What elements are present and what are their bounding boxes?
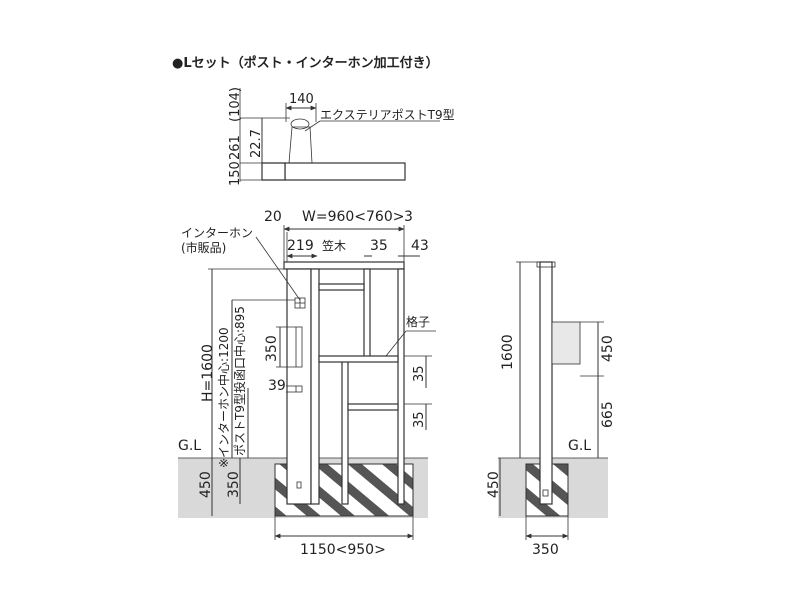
dim-22-7: 22.7: [249, 129, 264, 158]
label-intercom-center: ※インターホン中心:1200: [216, 327, 231, 468]
dim-3: 3: [404, 209, 413, 225]
label-intercom: インターホン: [181, 226, 253, 240]
side-dim-depth-450: 450: [486, 471, 502, 498]
side-cap: [536, 261, 556, 268]
right-post: [397, 268, 405, 505]
label-gl: G.L: [178, 438, 201, 454]
top-view-post-cap: [290, 118, 310, 130]
dim-depth-450: 450: [198, 471, 214, 498]
side-dim-665: 665: [600, 401, 616, 428]
label-kasagi: 笠木: [322, 238, 346, 253]
top-view: 140 (104) 261 22.7 150 エクステリアポストT9型: [228, 87, 455, 186]
top-view-post: [288, 126, 313, 164]
label-koushi: 格子: [406, 314, 430, 329]
diagram-title: ●Lセット（ポスト・インターホン加工付き）: [172, 55, 439, 71]
dim-104: (104): [228, 87, 243, 122]
center-post: [310, 268, 320, 505]
dim-20: 20: [264, 209, 282, 225]
dim-261: 261: [228, 135, 243, 160]
dim-350-slot: 350: [264, 335, 280, 362]
post-slot: [295, 326, 303, 368]
label-intercom-sub: (市販品): [181, 240, 226, 255]
kasagi-cap: [283, 261, 405, 270]
side-postbox: [551, 321, 581, 365]
dim-219: 219: [287, 238, 314, 254]
top-view-post-base: [261, 162, 286, 181]
slat-1: [318, 283, 365, 291]
dim-width: W=960<760>: [302, 209, 404, 225]
side-label-gl: G.L: [568, 438, 591, 454]
side-dim-width-350: 350: [532, 542, 559, 558]
dim-bottom-width: 1150<950>: [300, 542, 386, 558]
side-post: [539, 261, 553, 505]
dim-39: 39: [268, 378, 286, 394]
dim-140: 140: [289, 92, 314, 107]
label-exterior-post: エクステリアポストT9型: [320, 108, 455, 122]
side-view: 1600 450 665 G.L 450 350: [486, 261, 616, 558]
dim-43: 43: [411, 238, 429, 254]
inner-vertical-upper: [363, 268, 371, 360]
dim-35-top: 35: [370, 238, 388, 254]
label-post-center: ポストT9型投函口中心:895: [232, 306, 247, 456]
dim-35-b: 35: [412, 411, 427, 428]
slat-2: [318, 355, 399, 363]
side-dim-450: 450: [600, 335, 616, 362]
post-slot-small: [295, 385, 303, 393]
dim-height: H=1600: [200, 344, 216, 402]
top-view-wall: [284, 162, 406, 181]
inner-vertical-lower: [341, 357, 349, 505]
slat-3: [347, 403, 399, 411]
dim-depth-350: 350: [226, 471, 242, 498]
front-view: 20 W=960<760> 3 219 笠木 35 43 インターホン (市販品…: [178, 209, 436, 558]
dim-35-a: 35: [412, 365, 427, 382]
dim-150: 150: [228, 161, 243, 186]
side-dim-1600: 1600: [500, 334, 516, 370]
